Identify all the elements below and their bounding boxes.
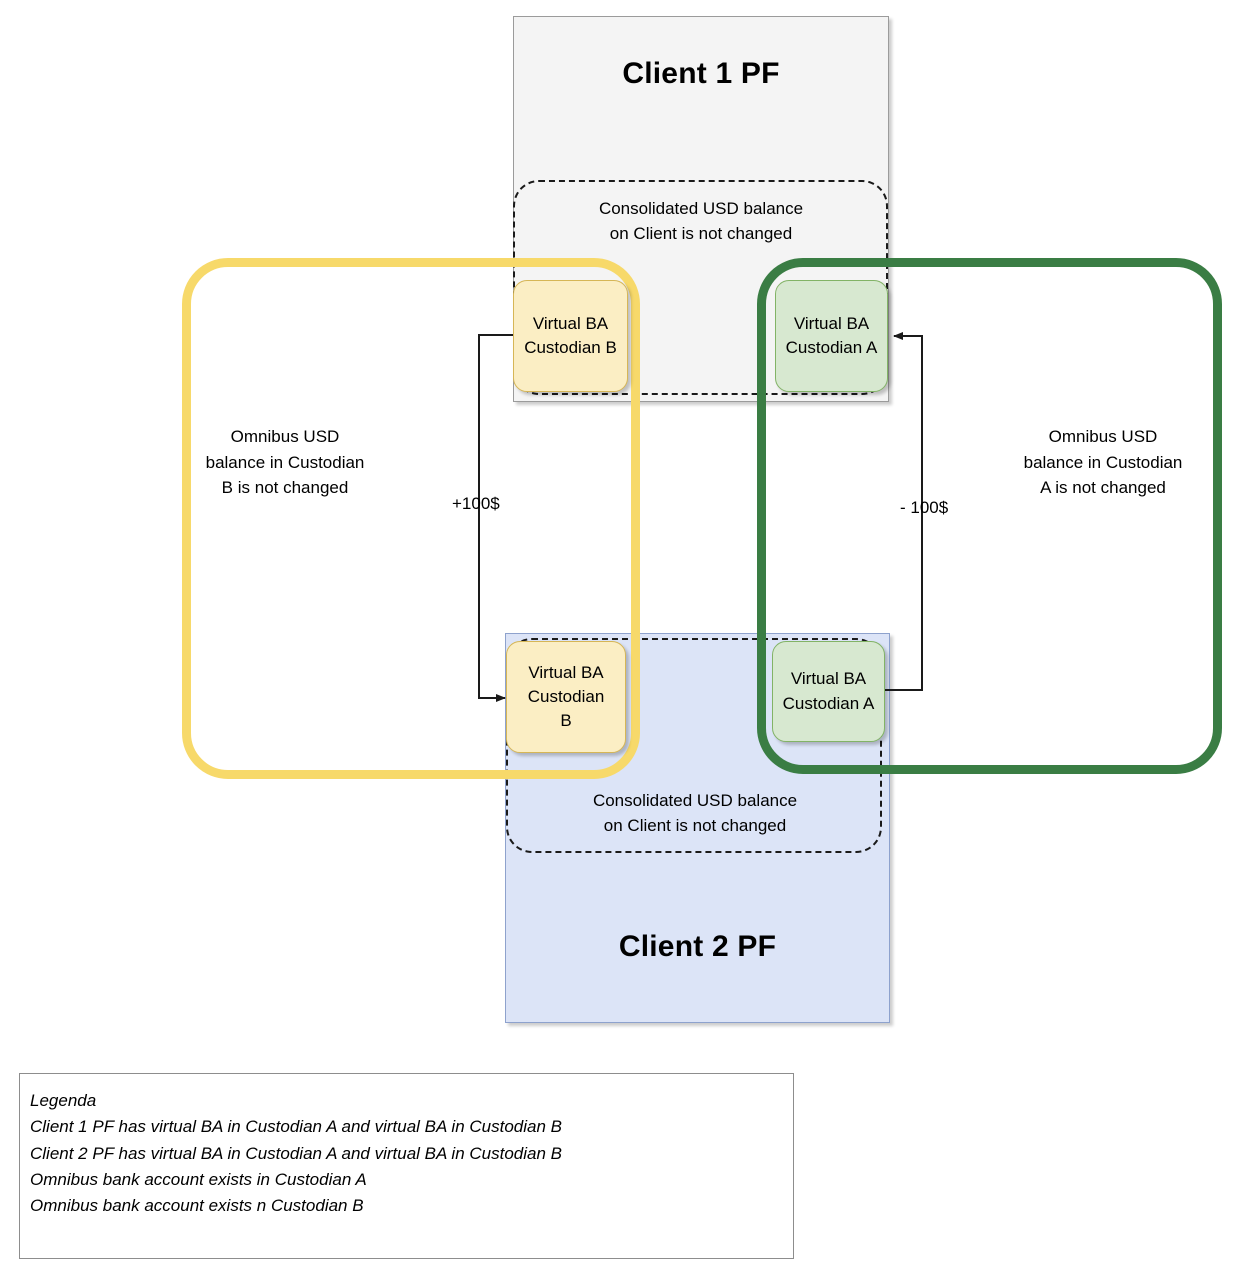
legend-item: Omnibus bank account exists n Custodian … bbox=[30, 1196, 364, 1216]
virtual-ba-client2-custodian-b-label: Virtual BA Custodian B bbox=[528, 661, 605, 733]
virtual-ba-client1-custodian-a-label: Virtual BA Custodian A bbox=[786, 312, 878, 360]
client2-consolidated-note-line2: on Client is not changed bbox=[603, 815, 787, 835]
virtual-ba-client2-custodian-a-label: Virtual BA Custodian A bbox=[783, 667, 875, 715]
va-c2a-line1: Virtual BA bbox=[790, 669, 867, 689]
client2-consolidated-balance-note: Consolidated USD balance on Client is no… bbox=[530, 789, 860, 838]
va-c1a-line2: Custodian A bbox=[785, 338, 878, 357]
virtual-ba-client1-custodian-a[interactable]: Virtual BA Custodian A bbox=[775, 280, 888, 392]
virtual-ba-client1-custodian-b-label: Virtual BA Custodian B bbox=[524, 312, 617, 360]
va-c2b-line3: B bbox=[560, 711, 572, 731]
va-c2b-line2: Custodian bbox=[527, 686, 605, 706]
va-c1a-line1: Virtual BA bbox=[793, 313, 870, 333]
omnibus-custodian-a-note: Omnibus USD balance in Custodian A is no… bbox=[978, 424, 1228, 501]
omnibus-a-note-line1: Omnibus USD bbox=[1048, 427, 1158, 446]
omnibus-custodian-a-boundary bbox=[757, 258, 1222, 774]
legend-box: Legenda Client 1 PF has virtual BA in Cu… bbox=[19, 1073, 794, 1259]
va-c1b-line2: Custodian B bbox=[524, 338, 617, 357]
omnibus-custodian-b-boundary bbox=[182, 258, 640, 779]
omnibus-b-note-line2: balance in Custodian bbox=[205, 452, 365, 472]
omnibus-custodian-b-note: Omnibus USD balance in Custodian B is no… bbox=[160, 424, 410, 501]
legend-item: Omnibus bank account exists in Custodian… bbox=[30, 1170, 367, 1190]
legend-item: Client 1 PF has virtual BA in Custodian … bbox=[30, 1117, 562, 1137]
client1-consolidated-note-line2: on Client is not changed bbox=[609, 223, 793, 243]
omnibus-a-note-line2: balance in Custodian bbox=[1023, 452, 1183, 472]
legend-title: Legenda bbox=[30, 1091, 97, 1110]
client2-title: Client 2 PF bbox=[618, 930, 777, 963]
legend-item: Client 2 PF has virtual BA in Custodian … bbox=[30, 1143, 562, 1163]
credit-amount-label: +100$ bbox=[452, 494, 500, 513]
va-c1b-line1: Virtual BA bbox=[532, 313, 609, 333]
omnibus-b-note-line1: Omnibus USD bbox=[230, 427, 340, 446]
client1-consolidated-balance-note: Consolidated USD balance on Client is no… bbox=[536, 197, 866, 246]
client2-consolidated-note-line1: Consolidated USD balance bbox=[592, 791, 798, 810]
client1-title: Client 1 PF bbox=[622, 57, 780, 90]
omnibus-b-note-line3: B is not changed bbox=[221, 478, 349, 497]
debit-amount-label: - 100$ bbox=[900, 498, 949, 517]
virtual-ba-client2-custodian-b[interactable]: Virtual BA Custodian B bbox=[506, 641, 626, 753]
va-c2b-line1: Virtual BA bbox=[528, 662, 604, 682]
client1-consolidated-note-line1: Consolidated USD balance bbox=[598, 199, 804, 218]
virtual-ba-client1-custodian-b[interactable]: Virtual BA Custodian B bbox=[513, 280, 628, 392]
omnibus-a-note-line3: A is not changed bbox=[1040, 478, 1166, 497]
virtual-ba-client2-custodian-a[interactable]: Virtual BA Custodian A bbox=[772, 641, 885, 742]
va-c2a-line2: Custodian A bbox=[782, 693, 875, 713]
